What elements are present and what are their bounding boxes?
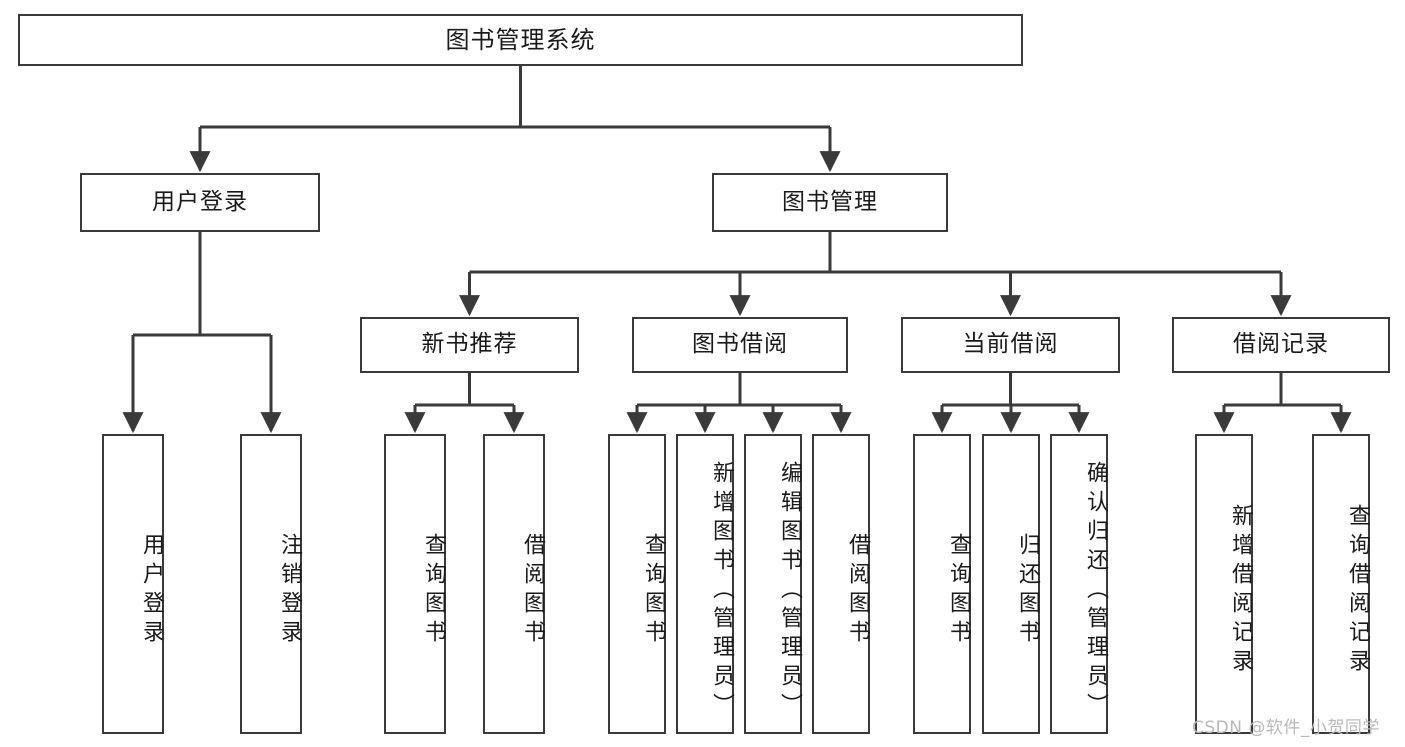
- node-leaf-logout[interactable]: 注销登录: [240, 434, 302, 734]
- node-label: 借阅图书: [520, 533, 545, 649]
- node-leaf-query-book-borrow[interactable]: 查询图书: [608, 434, 666, 734]
- node-label: 查询图书: [421, 533, 446, 649]
- node-label: 用户登录: [139, 533, 164, 649]
- node-label: 新书推荐: [421, 331, 518, 358]
- node-leaf-borrow-book-rec[interactable]: 借阅图书: [483, 434, 545, 734]
- node-label: 查询图书: [946, 533, 971, 649]
- csdn-watermark: CSDN @软件_小贺同学: [1192, 718, 1380, 738]
- node-label: 查询借阅记录: [1345, 504, 1370, 678]
- node-label: 注销登录: [277, 533, 302, 649]
- node-root[interactable]: 图书管理系统: [18, 14, 1023, 66]
- node-leaf-edit-book[interactable]: 编辑图书（管理员）: [744, 434, 802, 734]
- node-label: 编辑图书（管理员）: [777, 460, 802, 722]
- node-leaf-return-book[interactable]: 归还图书: [982, 434, 1040, 734]
- node-label: 确认归还（管理员）: [1083, 460, 1108, 722]
- node-label: 当前借阅: [962, 331, 1059, 358]
- node-leaf-borrow-book[interactable]: 借阅图书: [812, 434, 870, 734]
- node-label: 用户登录: [152, 188, 248, 215]
- node-leaf-add-book[interactable]: 新增图书（管理员）: [676, 434, 734, 734]
- node-leaf-query-book-cur[interactable]: 查询图书: [913, 434, 971, 734]
- node-current-borrow[interactable]: 当前借阅: [901, 317, 1120, 373]
- node-label: 图书管理: [782, 188, 878, 215]
- node-label: 借阅图书: [845, 533, 870, 649]
- node-label: 归还图书: [1015, 533, 1040, 649]
- node-label: 新增图书（管理员）: [709, 460, 734, 722]
- node-label: 图书借阅: [692, 331, 788, 358]
- node-leaf-user-login[interactable]: 用户登录: [102, 434, 164, 734]
- node-new-book-rec[interactable]: 新书推荐: [360, 317, 579, 373]
- node-book-manage[interactable]: 图书管理: [712, 173, 948, 232]
- node-leaf-query-record[interactable]: 查询借阅记录: [1312, 434, 1370, 734]
- node-label: 新增借阅记录: [1228, 504, 1253, 678]
- node-leaf-confirm-return[interactable]: 确认归还（管理员）: [1050, 434, 1108, 734]
- node-user-login[interactable]: 用户登录: [80, 173, 320, 232]
- node-label: 借阅记录: [1233, 331, 1329, 358]
- node-borrow-record[interactable]: 借阅记录: [1172, 317, 1390, 373]
- node-leaf-query-book-rec[interactable]: 查询图书: [384, 434, 446, 734]
- node-leaf-add-record[interactable]: 新增借阅记录: [1195, 434, 1253, 734]
- node-label: 查询图书: [641, 533, 666, 649]
- node-book-borrow[interactable]: 图书借阅: [632, 317, 848, 373]
- node-label: 图书管理系统: [445, 25, 596, 54]
